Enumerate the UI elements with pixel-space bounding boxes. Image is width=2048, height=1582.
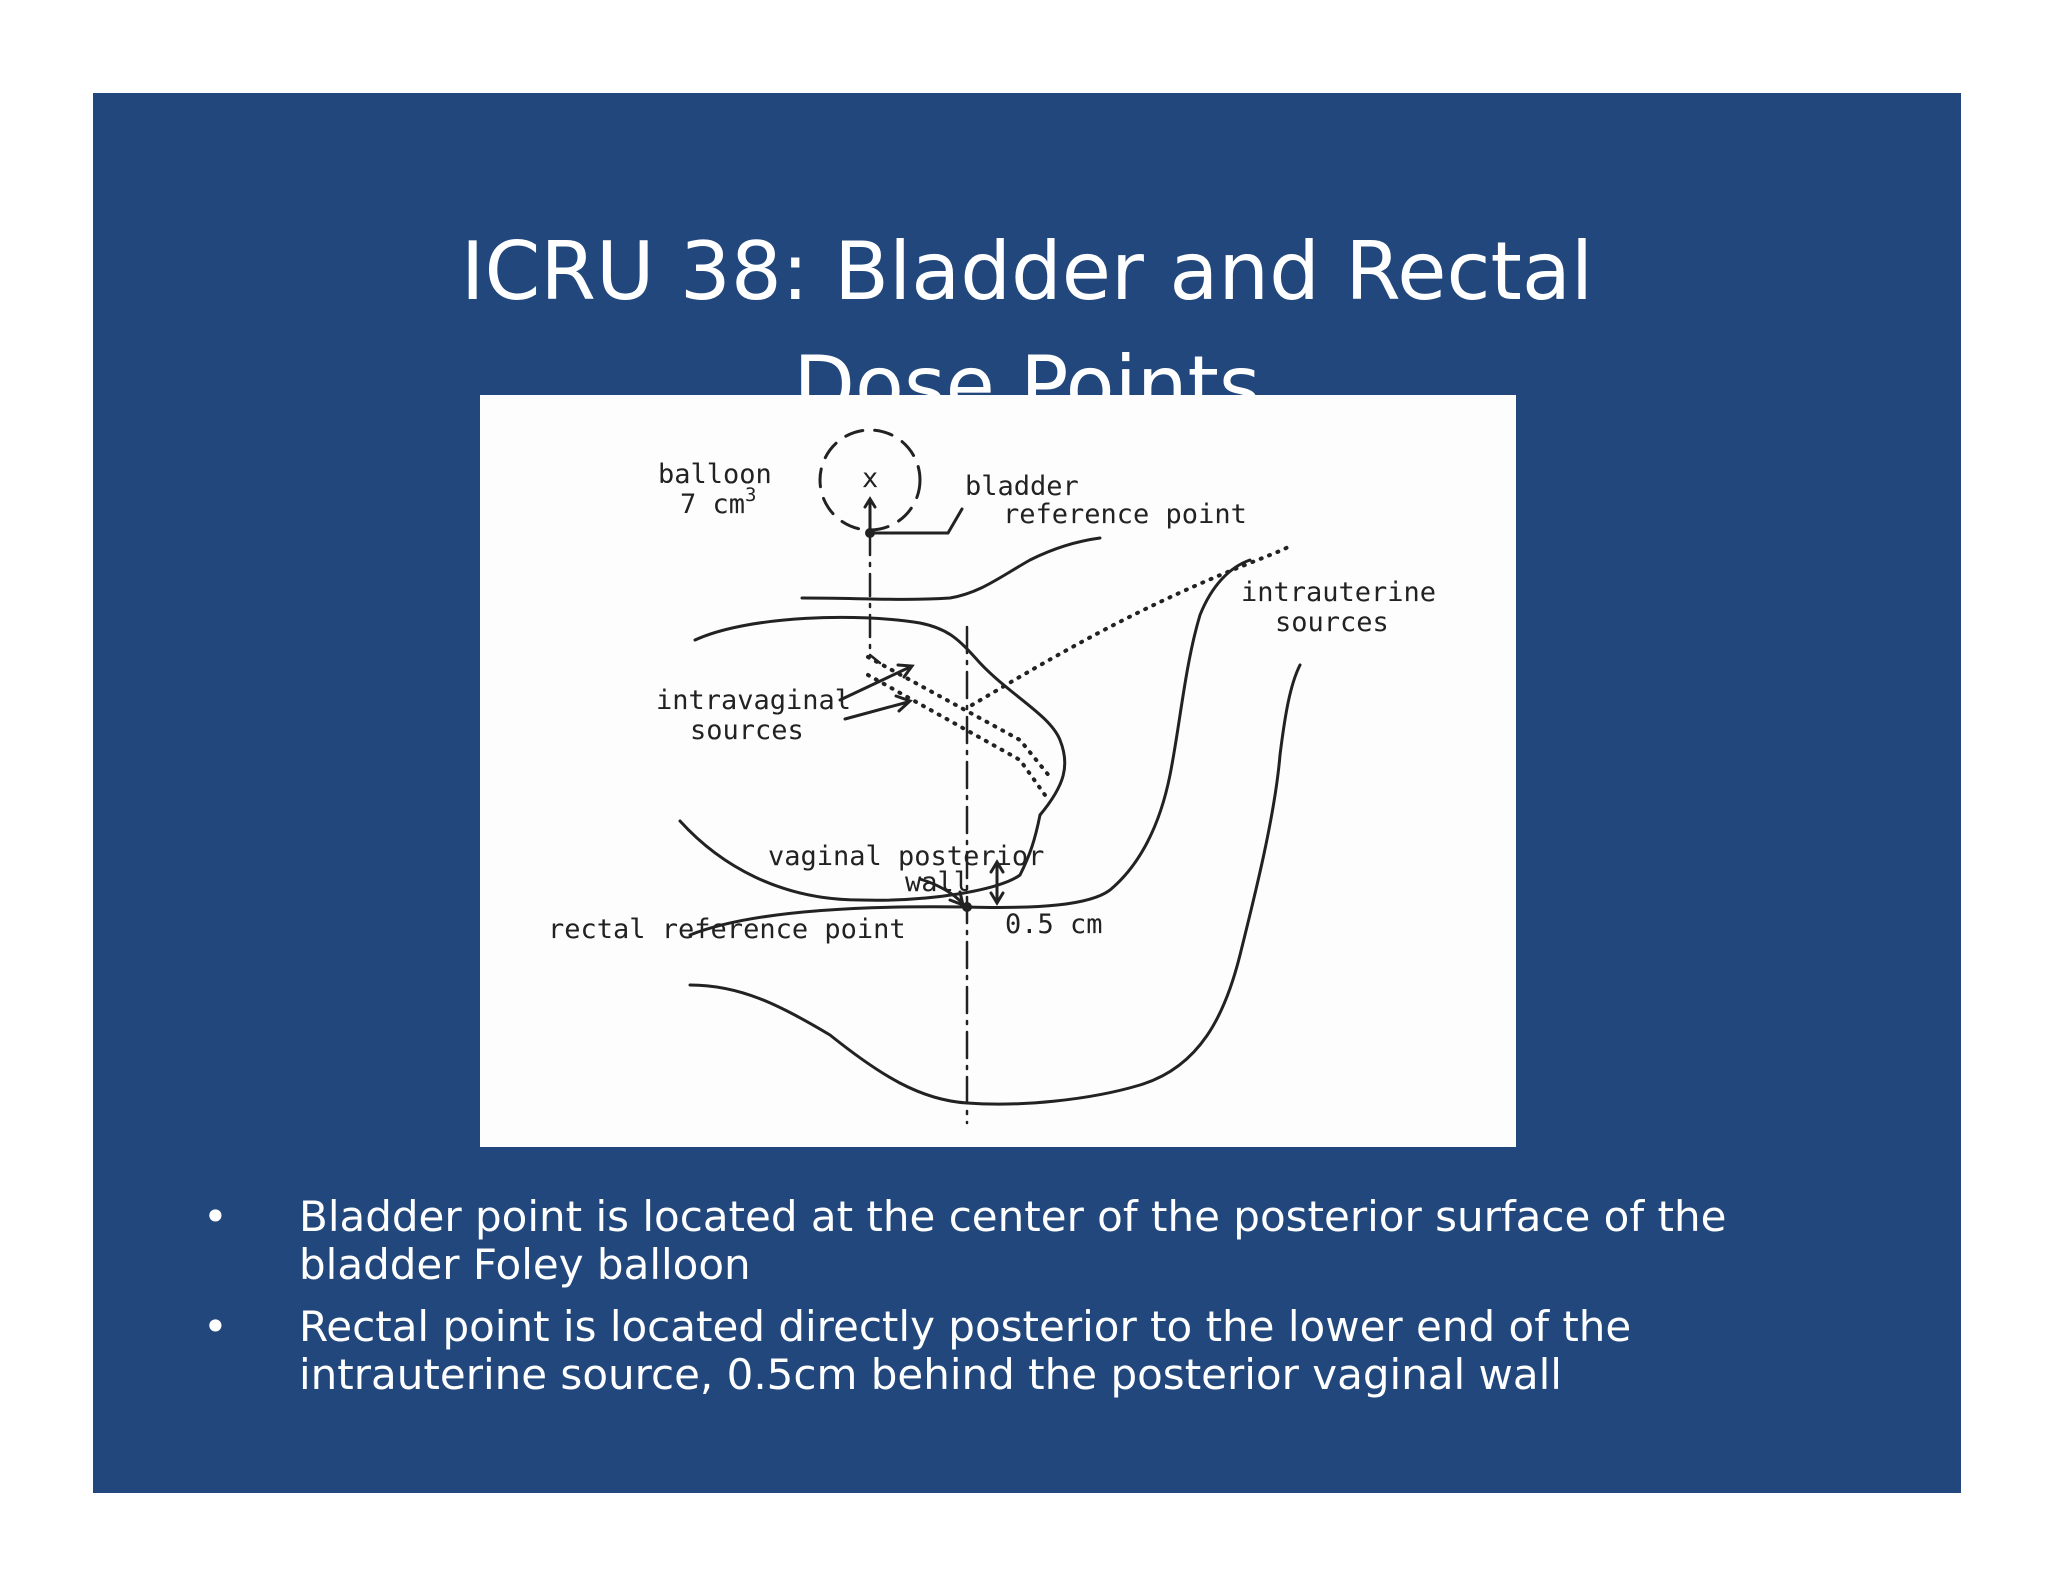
label-intrauterine: intrauterine [1241, 577, 1436, 608]
bullet-marker: • [203, 1302, 228, 1351]
rectal-reference-point [962, 902, 972, 912]
intrauterine-sources [970, 545, 1290, 707]
rectal-reference-arrow [918, 877, 964, 905]
rectal-front-wall [688, 558, 1252, 937]
label-reference-point: reference point [1003, 499, 1247, 530]
bladder-reference-point [865, 528, 875, 538]
label-balloon-volume-base: 7 cm [680, 489, 745, 520]
distance-arrow-bottom [989, 891, 1005, 906]
label-balloon-volume-exp: 3 [745, 484, 756, 506]
label-balloon-volume: 7 cm3 [680, 484, 756, 520]
label-intravaginal: intravaginal [656, 685, 851, 716]
dose-points-diagram: x balloon 7 cm3 bladder reference point … [480, 395, 1516, 1147]
intravaginal-arrow-2-head [894, 694, 913, 713]
distance-arrow-top [989, 859, 1005, 874]
bullet-marker: • [203, 1192, 228, 1241]
bullet-text-line-2: intrauterine source, 0.5cm behind the po… [299, 1350, 1562, 1399]
bladder-wall-curve [800, 536, 1102, 601]
bullet-item-rectal-point: • Rectal point is located directly poste… [203, 1303, 1823, 1399]
bullet-list: • Bladder point is located at the center… [203, 1193, 1823, 1413]
label-bladder: bladder [965, 471, 1079, 502]
diagram-svg: x balloon 7 cm3 bladder reference point … [548, 428, 1436, 1125]
label-distance: 0.5 cm [1005, 909, 1103, 940]
vaginal-lower-contour [678, 813, 1042, 902]
label-wall: wall [905, 867, 970, 898]
bullet-item-bladder-point: • Bladder point is located at the center… [203, 1193, 1823, 1289]
rectal-back-wall [688, 663, 1302, 1106]
label-balloon: balloon [658, 459, 772, 490]
label-vaginal-posterior: vaginal posterior [768, 841, 1044, 872]
intravaginal-arrow-1 [838, 665, 912, 702]
bullet-text-line-1: Bladder point is located at the center o… [299, 1192, 1727, 1241]
label-rectal-reference-point: rectal reference point [548, 914, 906, 945]
intravaginal-arrow-1-head [896, 663, 915, 679]
intravaginal-arrow-2 [843, 700, 910, 721]
intravaginal-sources-upper [866, 655, 1052, 779]
slide: ICRU 38: Bladder and Rectal Dose Points [93, 93, 1961, 1493]
intravaginal-sources-lower [866, 673, 1047, 797]
slide-title: ICRU 38: Bladder and Rectal Dose Points [93, 215, 1961, 443]
balloon-axis-arrow [863, 496, 877, 509]
label-intravaginal-sources: sources [690, 715, 804, 746]
title-line-1: ICRU 38: Bladder and Rectal [460, 224, 1594, 318]
bullet-text-line-2: bladder Foley balloon [299, 1240, 751, 1289]
vaginal-upper-contour [693, 615, 1067, 817]
bullet-text-line-1: Rectal point is located directly posteri… [299, 1302, 1632, 1351]
bladder-leader-line [870, 507, 964, 535]
center-mark: x [862, 463, 878, 494]
label-intrauterine-sources: sources [1275, 607, 1389, 638]
